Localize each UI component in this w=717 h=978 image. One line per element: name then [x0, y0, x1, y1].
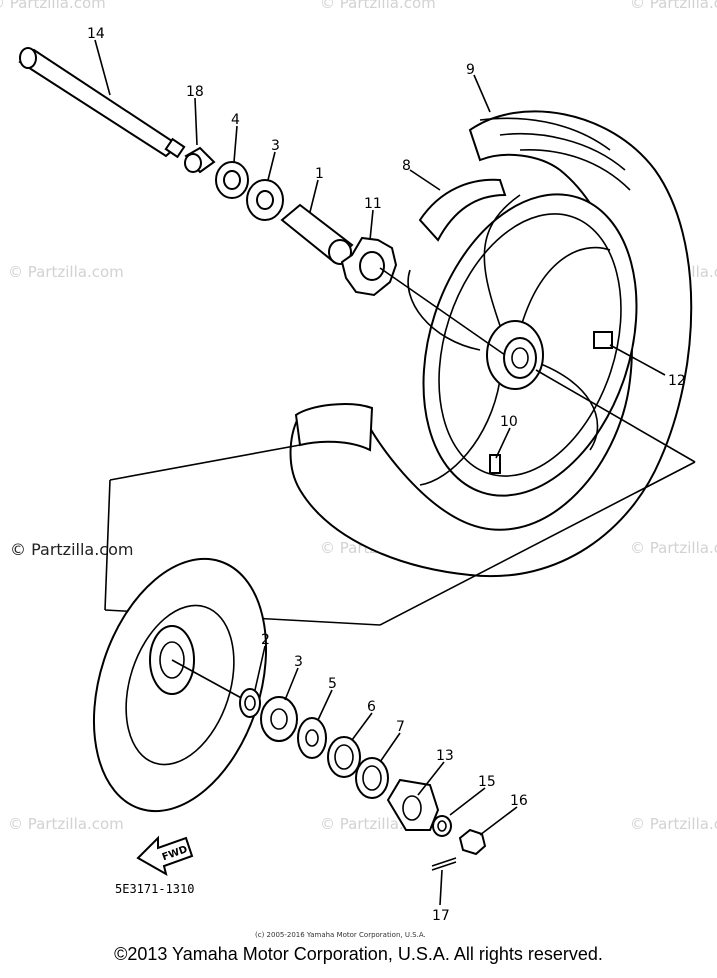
small-copyright: (c) 2005-2016 Yamaha Motor Corporation, …: [255, 931, 426, 939]
callout-14: 14: [87, 26, 105, 42]
copyright-footer: ©2013 Yamaha Motor Corporation, U.S.A. A…: [114, 944, 603, 964]
callout-12: 12: [668, 373, 686, 389]
collar-part: [184, 146, 216, 174]
watermark: © Partzilla.com: [320, 0, 436, 12]
brake-disc-part: [92, 557, 268, 813]
callout-2: 2: [261, 632, 270, 648]
watermark: © Partzilla.com: [0, 0, 106, 12]
callout-8: 8: [402, 158, 411, 174]
bearing-part: [215, 161, 249, 199]
lower-parts: [239, 645, 518, 906]
callout-3: 3: [271, 138, 280, 154]
callout-15: 15: [478, 774, 496, 790]
spacer-part: [280, 203, 354, 265]
callout-4: 4: [231, 112, 240, 128]
callout-7: 7: [396, 719, 405, 735]
callout-10: 10: [500, 414, 518, 430]
callout-16: 16: [510, 793, 528, 809]
callout-1: 1: [315, 166, 324, 182]
watermark: © Partzilla.com: [630, 0, 717, 12]
callout-9: 9: [466, 62, 475, 78]
watermark: © Partzilla.com: [8, 263, 124, 281]
meter-gear-part: [340, 236, 398, 297]
watermark: © Partzilla.com: [8, 815, 124, 833]
callout-labels: 14 18 4 3 1 11 8 9 12 10 2 3 5 6 7 13 15…: [87, 26, 686, 924]
callout-5: 5: [328, 676, 337, 692]
callout-17: 17: [432, 908, 450, 924]
watermark-grid: © Partzilla.com © Partzilla.com © Partzi…: [0, 0, 717, 833]
fwd-arrow-icon: FWD: [136, 835, 194, 877]
callout-11: 11: [364, 196, 382, 212]
watermark: © Partzilla.com: [630, 539, 717, 557]
callout-6: 6: [367, 699, 376, 715]
axle-part: [18, 47, 186, 159]
wheel-assembly: [289, 110, 693, 578]
bearing-part: [246, 179, 284, 221]
watermark: © Partzilla.com: [630, 815, 717, 833]
part-number: 5E3171-1310: [115, 882, 194, 896]
watermark-dark: © Partzilla.com: [10, 540, 133, 559]
callout-13: 13: [436, 748, 454, 764]
callout-3: 3: [294, 654, 303, 670]
callout-18: 18: [186, 84, 204, 100]
